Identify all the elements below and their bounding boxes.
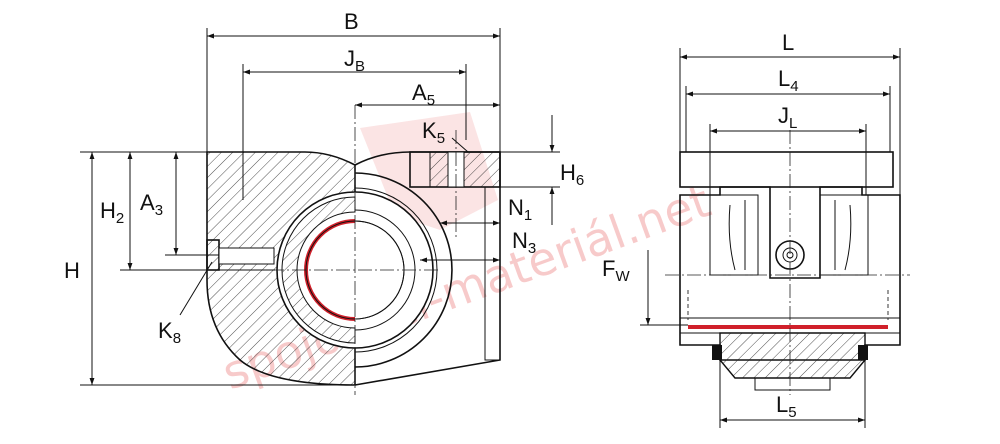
label-N1: N xyxy=(508,195,524,220)
svg-text:A5: A5 xyxy=(412,80,435,109)
label-FW-sub: W xyxy=(615,268,630,285)
label-A3-sub: 3 xyxy=(155,202,163,219)
label-JL: J xyxy=(778,103,789,128)
label-B: B xyxy=(344,9,359,34)
label-K5-sub: 5 xyxy=(437,130,445,147)
svg-text:L4: L4 xyxy=(778,66,799,95)
label-JL-sub: L xyxy=(789,115,797,132)
svg-text:A3: A3 xyxy=(140,190,163,219)
svg-text:H2: H2 xyxy=(100,198,124,227)
svg-text:JL: JL xyxy=(778,103,797,132)
label-A5-sub: 5 xyxy=(427,92,435,109)
label-JB-sub: B xyxy=(355,58,365,75)
label-K8-sub: 8 xyxy=(173,330,181,347)
label-H6-sub: 6 xyxy=(576,172,584,189)
label-N3: N xyxy=(512,228,528,253)
svg-text:N1: N1 xyxy=(508,195,532,224)
label-L5-sub: 5 xyxy=(788,404,796,421)
label-A3: A xyxy=(140,190,155,215)
label-N1-sub: 1 xyxy=(524,207,532,224)
label-L4-sub: 4 xyxy=(790,78,798,95)
svg-text:K5: K5 xyxy=(422,118,445,147)
label-JB: J xyxy=(344,46,355,71)
left-view: B JB A5 K5 H6 N1 N3 H H2 A3 xyxy=(64,9,584,395)
label-A5: A xyxy=(412,80,427,105)
label-L: L xyxy=(782,30,794,55)
label-L5: L xyxy=(776,392,788,417)
label-L4: L xyxy=(778,66,790,91)
label-N3-sub: 3 xyxy=(528,240,536,257)
label-H6: H xyxy=(560,160,576,185)
label-K8: K xyxy=(158,318,173,343)
label-H2: H xyxy=(100,198,116,223)
right-view: L L4 JL FW L5 xyxy=(602,30,910,428)
label-H: H xyxy=(64,258,80,283)
label-K5: K xyxy=(422,118,437,143)
svg-text:L5: L5 xyxy=(776,392,797,421)
svg-text:JB: JB xyxy=(344,46,365,75)
svg-text:H6: H6 xyxy=(560,160,584,189)
svg-text:N3: N3 xyxy=(512,228,536,257)
label-H2-sub: 2 xyxy=(116,210,124,227)
label-FW: F xyxy=(602,256,615,281)
svg-text:FW: FW xyxy=(602,256,630,285)
svg-text:K8: K8 xyxy=(158,318,181,347)
